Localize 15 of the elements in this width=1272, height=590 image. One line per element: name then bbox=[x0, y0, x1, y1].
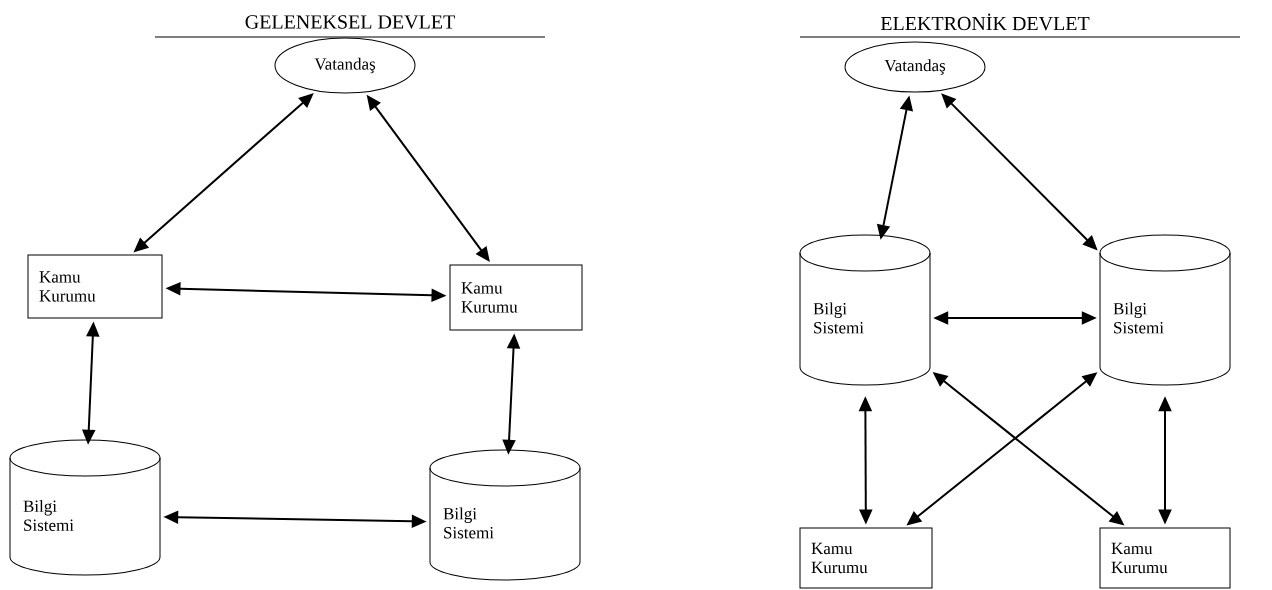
node-label: Bilgi Sistemi bbox=[813, 302, 864, 334]
ellipse-node: Vatandaş bbox=[844, 41, 986, 93]
node-label: Bilgi Sistemi bbox=[1113, 302, 1164, 334]
heading: ELEKTRONİK DEVLET bbox=[880, 13, 1090, 31]
database-cylinder: Bilgi Sistemi bbox=[1099, 234, 1231, 386]
process-box: Kamu Kurumu bbox=[1099, 527, 1231, 589]
process-box: Kamu Kurumu bbox=[449, 264, 583, 331]
database-cylinder: Bilgi Sistemi bbox=[799, 234, 931, 386]
node-label: Bilgi Sistemi bbox=[443, 507, 494, 539]
database-cylinder: Bilgi Sistemi bbox=[429, 449, 581, 581]
node-label: Bilgi Sistemi bbox=[23, 500, 74, 531]
database-cylinder: Bilgi Sistemi bbox=[9, 439, 161, 576]
ellipse-node: Vatandaş bbox=[274, 37, 416, 94]
process-box: Kamu Kurumu bbox=[799, 527, 933, 589]
process-box: Kamu Kurumu bbox=[27, 254, 163, 319]
